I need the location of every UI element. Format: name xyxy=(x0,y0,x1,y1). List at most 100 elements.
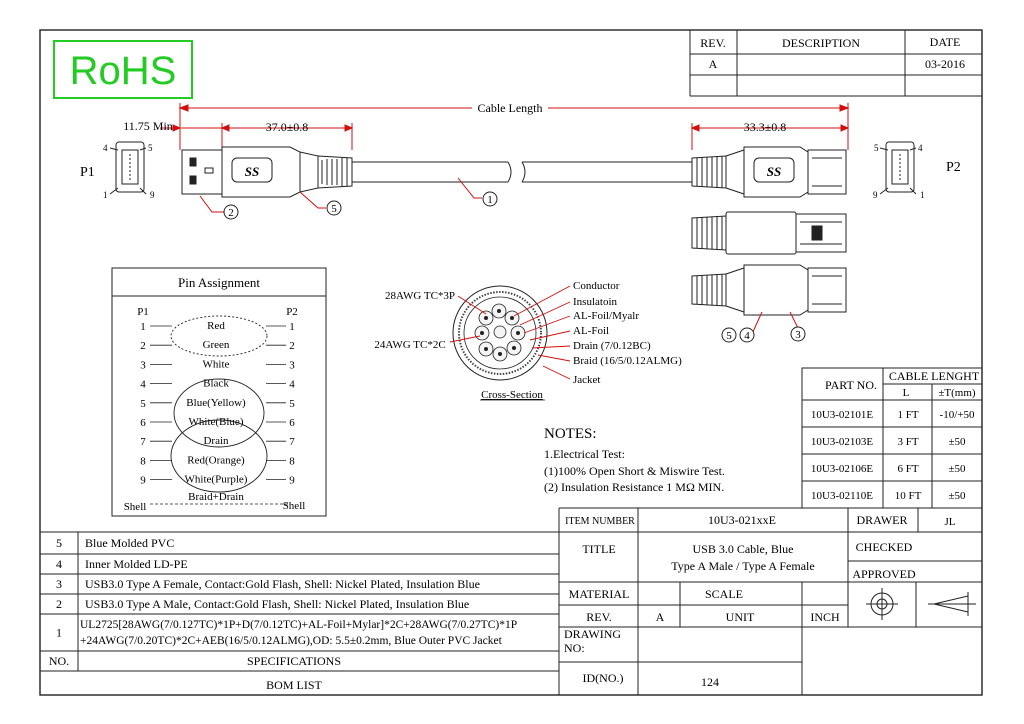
pin-p1-8: 8 xyxy=(140,455,146,467)
bom-list-footer: BOM LIST xyxy=(266,678,322,692)
p2-pin-4: 4 xyxy=(918,143,923,153)
pin-label-3: White xyxy=(203,358,230,370)
dim-min-label: 11.75 Min xyxy=(123,119,173,133)
p1-end-view xyxy=(109,141,147,195)
cable-drawing: Cable Length 11.75 Min 37.0±0.8 33.3±0.8… xyxy=(80,101,961,343)
bom-spec-1-line-1: +24AWG(7/0.20TC)*2C+AEB(16/5/0.12ALMG),O… xyxy=(80,635,503,647)
xs-left-0: 28AWG TC*3P xyxy=(385,290,455,302)
pin-label-1: Red xyxy=(207,320,225,332)
p2-pin-9: 9 xyxy=(873,190,878,200)
p1-pin-9: 9 xyxy=(150,190,155,200)
ss-logo-male: SS xyxy=(245,164,259,179)
callout-circles xyxy=(223,191,806,343)
material-label: MATERIAL xyxy=(569,587,630,601)
xs-left-1: 24AWG TC*2C xyxy=(374,339,445,351)
xs-right-4: Drain (7/0.12BC) xyxy=(573,340,651,352)
notes-line-0: 1.Electrical Test: xyxy=(544,447,625,461)
cable-body xyxy=(352,161,692,183)
rev-value-tb: A xyxy=(656,610,665,624)
callout-3-bottom: 3 xyxy=(795,329,801,341)
pin-p2-5: 5 xyxy=(289,398,295,410)
date-value: 03-2016 xyxy=(925,57,965,71)
notes: NOTES: 1.Electrical Test: (1)100% Open S… xyxy=(544,426,725,494)
p2-end-view xyxy=(879,141,917,195)
rohs-text: RoHS xyxy=(70,49,177,93)
bom-no-4: 4 xyxy=(56,557,62,571)
pin-label-6: White(Blue) xyxy=(189,416,244,428)
id-label: ID(NO.) xyxy=(583,671,624,685)
xs-right-3: AL-Foil xyxy=(573,325,609,337)
p2-pin-5: 5 xyxy=(874,143,879,153)
pin-label-2: Green xyxy=(203,339,230,351)
bom-spec-1-line-0: UL2725[28AWG(7/0.127TC)*1P+D(7/0.12TC)+A… xyxy=(80,619,517,631)
ss-logo-female: SS xyxy=(767,164,781,179)
xs-right-6: Jacket xyxy=(573,374,600,386)
part-no-0: 10U3-02101E xyxy=(811,409,874,421)
unit-value: INCH xyxy=(810,610,840,624)
item-number-label: ITEM NUMBER xyxy=(565,516,635,527)
notes-line-1: (1)100% Open Short & Miswire Test. xyxy=(544,464,725,478)
description-header: DESCRIPTION xyxy=(782,36,860,50)
pin-assignment-title: Pin Assignment xyxy=(178,275,260,290)
dim-p1-label: 37.0±0.8 xyxy=(266,120,309,134)
part-l-2: 6 FT xyxy=(897,463,918,475)
rev-value: A xyxy=(709,57,718,71)
pin-label-9: White(Purple) xyxy=(185,474,248,486)
unit-label: UNIT xyxy=(726,610,755,624)
bom-no-5: 5 xyxy=(56,536,62,550)
cable-length-header: CABLE LENGHT xyxy=(889,369,980,383)
id-value: 124 xyxy=(701,675,719,689)
callout-4-bottom: 4 xyxy=(744,330,750,342)
rev-header: REV. xyxy=(700,36,725,50)
cable-length-label: Cable Length xyxy=(478,101,543,115)
approved-label: APPROVED xyxy=(852,567,916,581)
rohs-logo: RoHS xyxy=(53,40,193,99)
bom-no-1: 1 xyxy=(56,626,62,640)
part-t-3: ±50 xyxy=(948,490,966,502)
pin-header-p1: P1 xyxy=(137,306,149,318)
twisted-pair-ovals xyxy=(170,315,268,493)
part-t-2: ±50 xyxy=(948,463,966,475)
sheet-border xyxy=(39,29,983,696)
part-l-0: 1 FT xyxy=(897,409,918,421)
title-label: TITLE xyxy=(582,542,615,556)
col-l-header: L xyxy=(903,387,910,399)
pin-p1-1: 1 xyxy=(140,321,146,333)
part-header: PART NO. xyxy=(825,378,877,392)
drawer-value: JL xyxy=(945,516,956,528)
col-t-header: ±T(mm) xyxy=(938,387,976,399)
bom-spec-3: USB3.0 Type A Female, Contact:Gold Flash… xyxy=(85,577,480,591)
notes-title: NOTES: xyxy=(544,426,597,442)
drawing-no-label-1: NO: xyxy=(564,641,585,655)
item-number-value: 10U3-021xxE xyxy=(708,513,776,527)
drawer-label: DRAWER xyxy=(856,513,907,527)
revision-block xyxy=(689,30,982,97)
xs-right-labels: ConductorInsulatoinAL-Foil/MyalrAL-FoilD… xyxy=(573,280,682,386)
pin-label-8: Red(Orange) xyxy=(187,454,245,466)
part-t-1: ±50 xyxy=(948,436,966,448)
pin-label-4: Black xyxy=(203,378,229,390)
male-connector xyxy=(181,146,353,198)
p2-pin-1: 1 xyxy=(920,190,925,200)
overmold-view xyxy=(691,264,847,316)
callout-2: 2 xyxy=(228,207,234,219)
part-no-2: 10U3-02106E xyxy=(811,463,874,475)
shell-right: Shell xyxy=(283,500,306,512)
title-block-grid xyxy=(558,507,982,695)
pin-p2-1: 1 xyxy=(289,321,295,333)
dim-p2-label: 33.3±0.8 xyxy=(744,120,787,134)
part-table xyxy=(801,367,983,509)
xs-right-2: AL-Foil/Myalr xyxy=(573,310,639,322)
callout-5-bottom: 5 xyxy=(726,330,732,342)
bom-grid xyxy=(40,531,559,672)
bom-spec-2: USB3.0 Type A Male, Contact:Gold Flash, … xyxy=(85,597,469,611)
pin-p1-9: 9 xyxy=(140,475,146,487)
part-no-3: 10U3-02110E xyxy=(811,490,873,502)
shell-left: Shell xyxy=(124,501,147,513)
xs-right-0: Conductor xyxy=(573,280,620,292)
pin-p1-3: 3 xyxy=(140,359,146,371)
date-header: DATE xyxy=(930,35,961,49)
pin-p2-9: 9 xyxy=(289,475,295,487)
